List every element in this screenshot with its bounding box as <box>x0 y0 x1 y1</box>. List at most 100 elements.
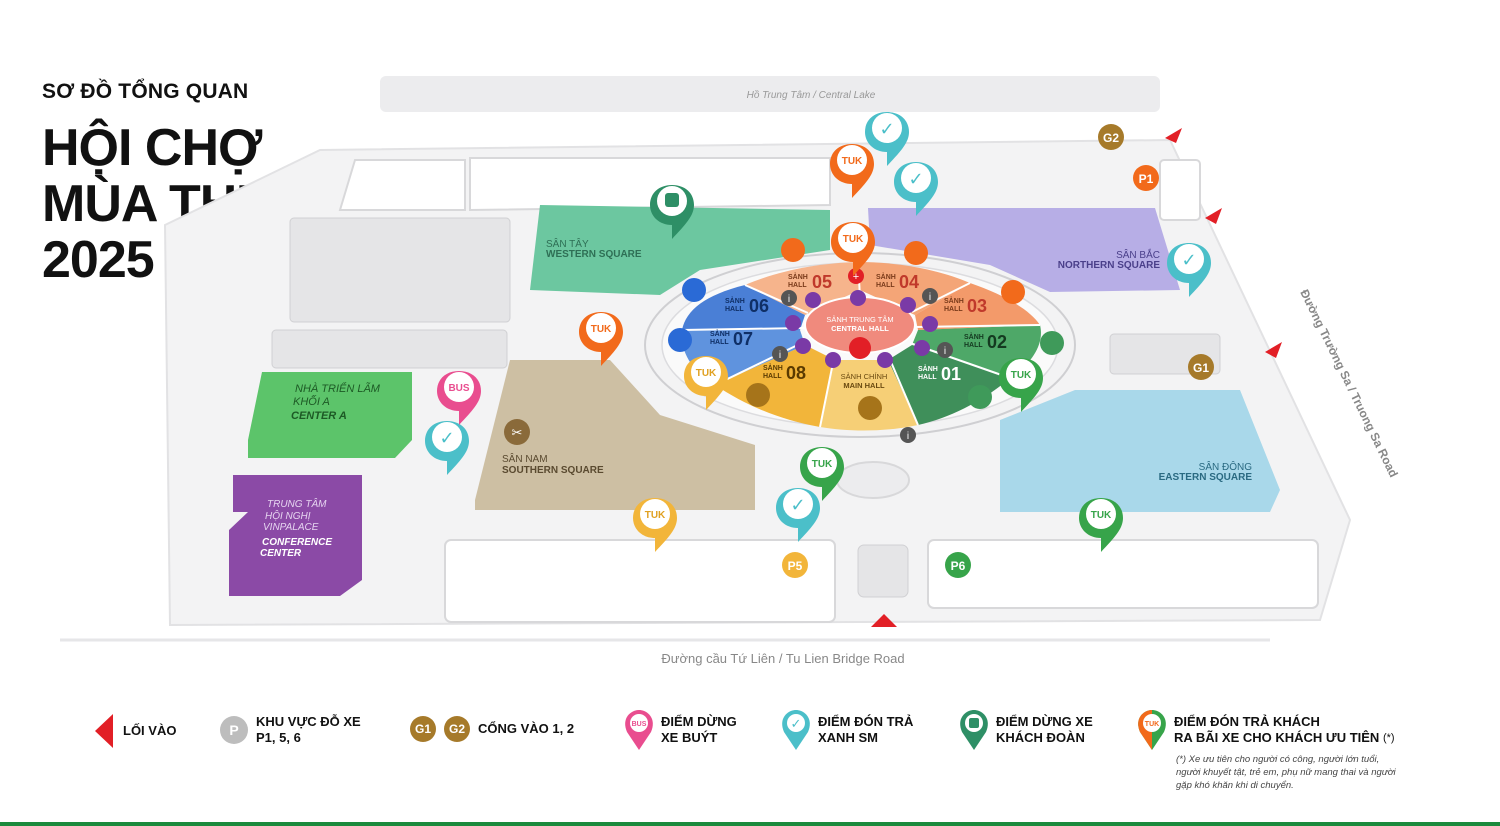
svg-text:TUK: TUK <box>591 324 612 335</box>
legend-gates: G1 G2 CỔNG VÀO 1, 2 <box>410 716 574 742</box>
bottom-bar <box>0 822 1500 826</box>
check-icon: ✓ <box>908 169 923 189</box>
svg-text:BUS: BUS <box>448 383 469 394</box>
hall-06[interactable] <box>682 285 805 330</box>
fan-icon <box>1040 331 1064 355</box>
svg-text:G1: G1 <box>1193 361 1209 375</box>
restaurant-icon <box>504 419 530 445</box>
xanhsm-pin[interactable]: ✓ <box>776 488 820 542</box>
svg-text:G2: G2 <box>1103 131 1119 145</box>
check-icon: ✓ <box>790 495 805 515</box>
legend-parking: P KHU VỰC ĐỖ XE P1, 5, 6 <box>220 714 361 746</box>
gate-g1[interactable]: G1 <box>1188 354 1214 380</box>
info-icon <box>772 346 788 362</box>
tuk-pin[interactable]: TUK <box>579 312 623 366</box>
tuk-pin[interactable]: TUK <box>999 358 1043 412</box>
restroom-icon <box>805 292 821 308</box>
svg-text:BUS: BUS <box>632 721 647 728</box>
entrance-arrow-icon <box>95 714 113 748</box>
svg-text:✓: ✓ <box>791 717 802 732</box>
restroom-icon <box>900 297 916 313</box>
bus-pin[interactable]: BUS <box>437 371 481 425</box>
leaf-icon <box>781 238 805 262</box>
legend-coach: ĐIỂM DỪNG XE KHÁCH ĐOÀN <box>960 710 1093 750</box>
hall-main[interactable] <box>820 360 918 431</box>
tuk-pin[interactable]: TUK <box>1079 498 1123 552</box>
entrance-arrow <box>1205 208 1222 224</box>
southern-square-vi: SÂN NAM <box>502 452 548 465</box>
svg-text:P1: P1 <box>1139 172 1154 186</box>
legend-coach-label: ĐIỂM DỪNG XE KHÁCH ĐOÀN <box>996 714 1093 745</box>
info-icon <box>937 342 953 358</box>
conference-center-building <box>229 475 362 596</box>
hall-03-number: 03 <box>967 296 987 316</box>
central-lake-label: Hồ Trung Tâm / Central Lake <box>747 89 876 101</box>
facility-icons: + i i i i i <box>668 238 1064 443</box>
legend-bus: BUS ĐIỂM DỪNG XE BUÝT <box>625 710 737 750</box>
northern-square <box>868 208 1180 292</box>
hall-08-hall: HALL <box>763 373 782 380</box>
xanhsm-pin[interactable]: ✓ <box>425 421 469 475</box>
plot-north-mid <box>469 157 831 212</box>
check-icon: ✓ <box>1181 250 1196 270</box>
svg-text:TUK: TUK <box>812 459 833 470</box>
entrance-markers <box>871 128 1282 627</box>
tuk-pin[interactable]: TUK <box>633 498 677 552</box>
info-icon <box>922 288 938 304</box>
gate-g1-icon: G1 <box>410 716 436 742</box>
svg-text:TUK: TUK <box>843 234 864 245</box>
tuk-pin[interactable]: TUK <box>830 144 874 198</box>
svg-text:TUK: TUK <box>645 510 666 521</box>
check-pin-icon: ✓ <box>782 710 810 750</box>
conference-line1: TRUNG TÂM <box>267 497 327 510</box>
southern-square <box>475 360 755 510</box>
hall-08[interactable] <box>715 345 835 427</box>
tuk-pin[interactable]: TUK <box>684 356 728 410</box>
legend-xanhsm: ✓ ĐIỂM ĐÓN TRẢ XANH SM <box>782 710 913 750</box>
svg-text:i: i <box>779 350 781 361</box>
legend-note: (*) Xe ưu tiên cho người có công, người … <box>1176 754 1396 791</box>
hall-04-hall: HALL <box>876 282 895 289</box>
southern-square-en: SOUTHERN SQUARE <box>502 465 604 476</box>
gate-g2[interactable]: G2 <box>1098 124 1124 150</box>
restroom-icon <box>785 315 801 331</box>
hall-05-number: 05 <box>812 272 832 292</box>
map-title: HỘI CHỢ MÙA THU 2025 <box>42 120 274 288</box>
restroom-icon <box>795 338 811 354</box>
hall-01-sanh: SẢNH <box>918 364 938 373</box>
info-icon <box>900 427 916 443</box>
apple-icon <box>682 278 706 302</box>
parking-p6[interactable]: P6 <box>945 552 971 578</box>
tuk-pin[interactable]: TUK <box>800 447 844 501</box>
info-icon <box>781 290 797 306</box>
hall-07-number: 07 <box>733 329 753 349</box>
gate-g2-icon: G2 <box>444 716 470 742</box>
entrance-arrow <box>1165 128 1182 143</box>
parking-p1[interactable]: P1 <box>1133 165 1159 191</box>
fan-icon <box>968 385 992 409</box>
main-hall-vi: SẢNH CHÍNH <box>841 372 888 381</box>
svg-text:TUK: TUK <box>842 156 863 167</box>
legend-bus-label: ĐIỂM DỪNG XE BUÝT <box>661 714 737 745</box>
tuk-pin[interactable]: TUK <box>831 222 875 276</box>
hall-01[interactable] <box>888 345 1010 425</box>
coach-icon <box>665 193 679 207</box>
coach-pin[interactable] <box>650 185 694 239</box>
first-aid-icon <box>848 268 864 284</box>
entrance-arrow <box>1265 342 1282 358</box>
hall-03[interactable] <box>915 283 1040 330</box>
hall-02-sanh: SẢNH <box>964 332 984 341</box>
hall-05-hall: HALL <box>788 282 807 289</box>
xanhsm-pin[interactable]: ✓ <box>865 112 909 166</box>
hall-08-number: 08 <box>786 363 806 383</box>
xanhsm-pin[interactable]: ✓ <box>1167 243 1211 297</box>
tuk-pin-icon: TUK <box>1138 710 1166 750</box>
hall-07-hall: HALL <box>710 339 729 346</box>
plot-south-2 <box>857 544 909 598</box>
parking-p5[interactable]: P5 <box>782 552 808 578</box>
plot-south-1 <box>444 539 836 623</box>
parking-icon: P <box>220 716 248 744</box>
legend-xanhsm-label: ĐIỂM ĐÓN TRẢ XANH SM <box>818 714 914 745</box>
xanhsm-pin[interactable]: ✓ <box>894 162 938 216</box>
svg-text:P5: P5 <box>788 559 803 573</box>
